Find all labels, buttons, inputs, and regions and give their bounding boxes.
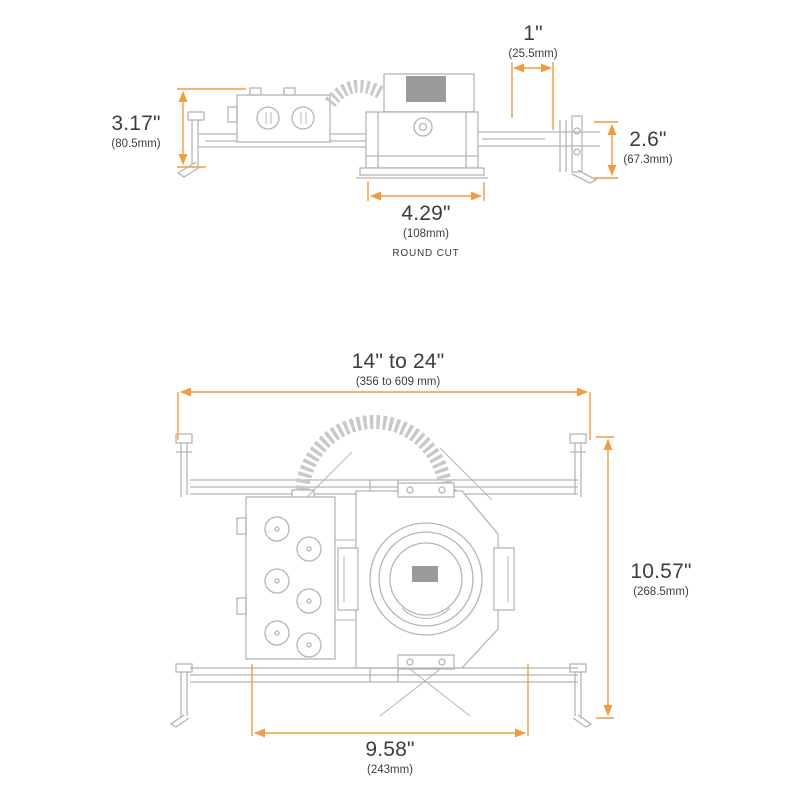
dim-metric: (243mm) [366,764,413,777]
side-junction-box [227,87,331,143]
dim-label-plan-width: 9.58" (243mm) [328,738,452,777]
plan-can-opening [369,522,483,636]
dim-line-1in [511,62,554,130]
dim-metric: (25.5mm) [508,48,558,61]
dim-value: 14" to 24" [351,350,445,373]
dim-label-top-width: 1" (25.5mm) [488,22,578,61]
plan-flex-conduit [295,415,453,497]
dim-label-left-height: 3.17" (80.5mm) [94,112,178,151]
dim-line-9-58in [251,664,529,738]
dim-line-2-6in [594,121,618,179]
dim-metric: (108mm) [402,228,449,241]
dim-line-14-24in [177,387,591,440]
dim-line-10-57in [596,436,614,719]
dim-line-3-17in [177,88,246,168]
side-view-dimensions [177,62,618,201]
plan-bottom-rails [190,667,578,683]
side-can-housing [356,111,488,179]
dim-metric: (80.5mm) [111,138,161,151]
dim-label-round-cut: 4.29" (108mm) ROUND CUT [366,202,486,259]
dim-value: 4.29" [401,202,451,225]
dim-value: 1" [523,22,543,45]
dim-label-right-height: 2.6" (67.3mm) [608,128,688,167]
plan-bottom-left-bracket [169,663,193,728]
dim-value: 9.58" [365,738,415,761]
dim-value: 3.17" [111,112,161,135]
dim-metric: (268.5mm) [633,586,689,599]
dim-metric: (67.3mm) [623,154,673,167]
plan-diagonal-braces [299,447,493,717]
plan-junction-box [236,496,356,660]
plan-view-drawing [169,415,593,728]
plan-bottom-right-bracket [569,663,593,728]
dim-metric: (356 to 609 mm) [355,376,441,389]
side-flex-conduit [324,79,385,108]
dim-label-plan-height: 10.57" (268.5mm) [614,560,708,599]
side-view-drawing [176,73,600,184]
round-cut-note: ROUND CUT [392,247,460,259]
side-lamp-module [383,73,475,113]
dim-value: 10.57" [630,560,692,583]
side-right-hanger-bracket [559,115,598,184]
dim-value: 2.6" [629,128,667,151]
plan-view-dimensions [177,387,614,738]
plan-top-right-bracket [569,433,587,497]
dim-line-4-29in [367,182,485,201]
plan-top-left-bracket [175,433,193,497]
dim-label-hanger-bar-range: 14" to 24" (356 to 609 mm) [296,350,500,389]
